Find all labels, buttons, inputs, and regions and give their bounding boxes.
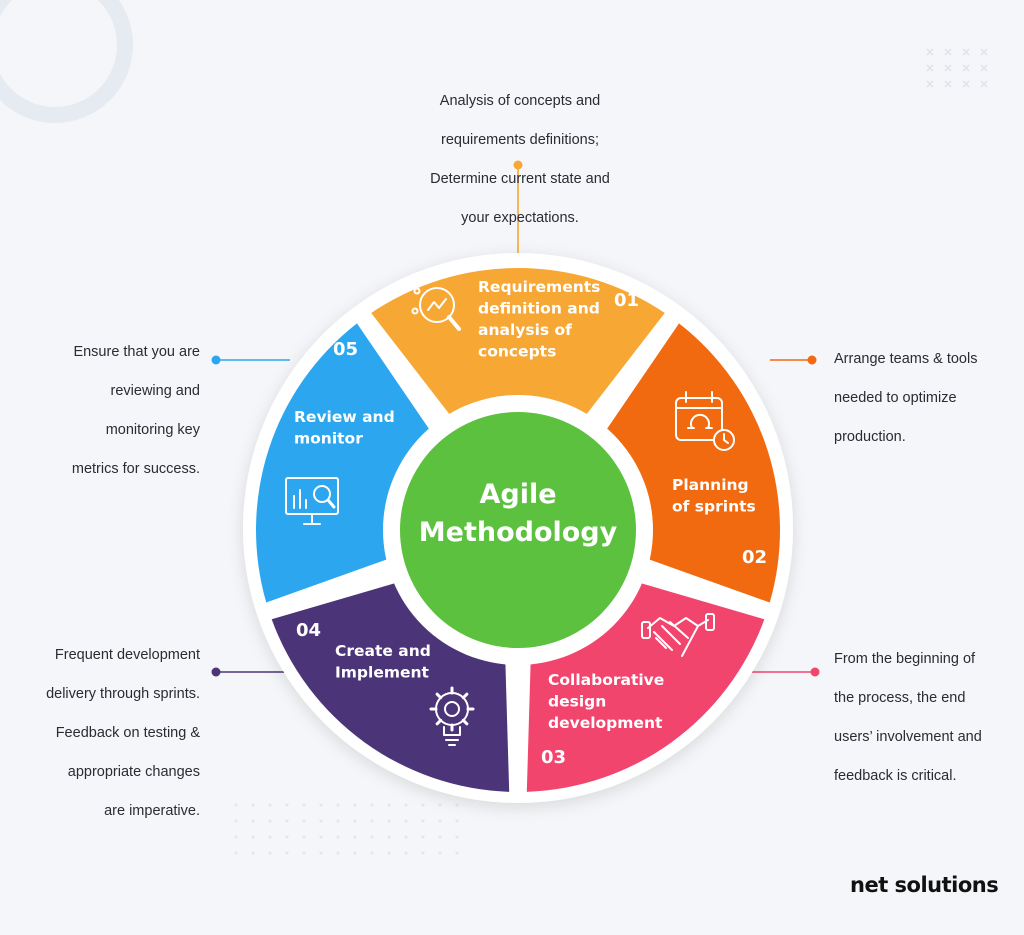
note-line: needed to optimize bbox=[834, 389, 957, 406]
monitor-chart-icon bbox=[285, 477, 339, 525]
segment-03: Collaborative design development 03 bbox=[526, 582, 765, 792]
segment-02: Planning of sprints 02 bbox=[605, 323, 780, 603]
brand-logo: net solutions bbox=[850, 873, 999, 897]
note-line: users’ involvement and bbox=[834, 728, 982, 745]
background-decoration bbox=[0, 0, 988, 855]
segment-label-line: Implement bbox=[335, 664, 430, 682]
center-circle: Agile Methodology bbox=[383, 395, 653, 665]
segment-label-line: design bbox=[548, 693, 606, 711]
note-line: Determine current state and bbox=[430, 170, 610, 187]
segment-label-line: Create and bbox=[335, 642, 431, 660]
segment-number: 05 bbox=[333, 339, 358, 360]
note-line: reviewing and bbox=[110, 382, 200, 399]
segment-05: Review and monitor 05 bbox=[255, 323, 431, 603]
note-line: feedback is critical. bbox=[834, 767, 957, 784]
segment-label-line: monitor bbox=[294, 430, 363, 448]
segment-label-line: definition and bbox=[478, 300, 600, 318]
lightbulb-gear-icon bbox=[429, 686, 475, 746]
note-line: metrics for success. bbox=[71, 460, 200, 477]
calendar-clock-icon bbox=[675, 391, 735, 451]
segment-shape bbox=[255, 323, 431, 603]
note-line: your expectations. bbox=[461, 209, 579, 226]
handshake-icon bbox=[641, 613, 715, 657]
note-line: requirements definitions; bbox=[441, 131, 599, 148]
note-collaborative: From the beginning of the process, the e… bbox=[834, 630, 1014, 786]
segment-01: Requirements definition and analysis of con… bbox=[371, 268, 665, 417]
segment-shape bbox=[526, 582, 765, 792]
note-line: delivery through sprints. bbox=[46, 685, 200, 702]
segment-shape bbox=[371, 268, 665, 417]
note-line: monitoring key bbox=[105, 421, 200, 438]
note-line: are imperative. bbox=[104, 802, 200, 819]
note-line: appropriate changes bbox=[67, 763, 200, 780]
segment-label-line: concepts bbox=[478, 343, 556, 361]
note-review: Ensure that you are reviewing and monito… bbox=[20, 323, 200, 479]
segment-label-line: Requirements bbox=[478, 278, 600, 296]
note-line: production. bbox=[834, 428, 906, 445]
segment-label-line: development bbox=[548, 714, 663, 732]
center-title-line1: Agile bbox=[479, 479, 556, 510]
center-title-line2: Methodology bbox=[419, 517, 618, 548]
note-requirements: Analysis of concepts and requirements de… bbox=[400, 72, 640, 228]
note-line: Analysis of concepts and bbox=[439, 92, 601, 109]
note-line: the process, the end bbox=[834, 689, 966, 706]
segment-label-line: Review and bbox=[294, 408, 395, 426]
segment-number: 04 bbox=[296, 620, 321, 641]
segment-label-line: Planning bbox=[672, 476, 749, 494]
segment-number: 01 bbox=[614, 290, 639, 311]
segment-number: 02 bbox=[742, 547, 767, 568]
note-line: Feedback on testing & bbox=[55, 724, 200, 741]
note-create: Frequent development delivery through sp… bbox=[10, 626, 200, 821]
segment-shape bbox=[605, 323, 780, 603]
note-line: From the beginning of bbox=[834, 650, 976, 667]
note-line: Frequent development bbox=[54, 646, 200, 663]
segment-number: 03 bbox=[541, 747, 566, 768]
analysis-magnifier-icon bbox=[411, 287, 461, 331]
wheel-segments: Requirements definition and analysis of con… bbox=[255, 268, 780, 792]
segment-label-line: analysis of bbox=[478, 321, 572, 339]
note-line: Arrange teams & tools bbox=[834, 350, 978, 367]
note-line: Ensure that you are bbox=[73, 343, 200, 360]
segment-label-line: of sprints bbox=[672, 498, 756, 516]
segment-label-line: Collaborative bbox=[548, 671, 664, 689]
note-planning: Arrange teams & tools needed to optimize… bbox=[834, 330, 1014, 447]
